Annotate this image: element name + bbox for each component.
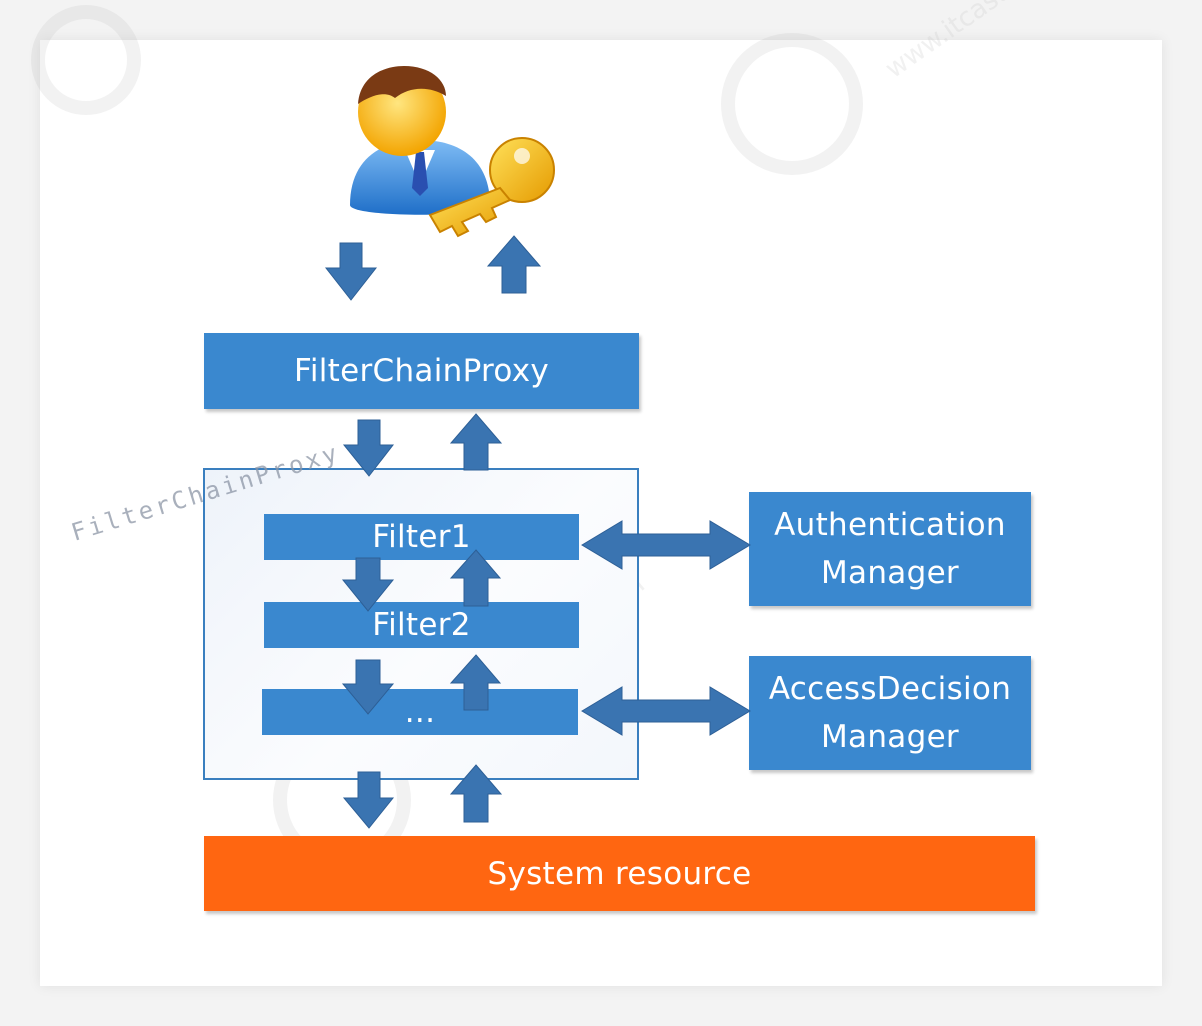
system-resource-label: System resource xyxy=(487,855,752,892)
down-arrow-icon xyxy=(324,242,378,301)
watermark-logo-icon xyxy=(721,33,863,175)
filter-chain-proxy-box: FilterChainProxy xyxy=(204,333,639,409)
up-arrow-icon xyxy=(449,549,502,607)
filter-ellipsis-label: ... xyxy=(404,694,436,730)
down-arrow-icon xyxy=(341,557,395,612)
up-arrow-icon xyxy=(449,654,502,711)
filter-chain-proxy-label: FilterChainProxy xyxy=(293,353,550,389)
authentication-manager-line1: Authentication xyxy=(774,507,1006,543)
filter2-box: Filter2 xyxy=(264,602,579,648)
authentication-manager-line2: Manager xyxy=(821,555,959,591)
watermark-logo-icon xyxy=(31,5,141,115)
down-arrow-icon xyxy=(342,419,395,477)
authentication-manager-box: Authentication Manager xyxy=(749,492,1031,606)
filter2-label: Filter2 xyxy=(372,607,471,643)
up-arrow-icon xyxy=(486,235,542,294)
double-arrow-icon xyxy=(581,686,751,736)
system-resource-box: System resource xyxy=(204,836,1035,911)
down-arrow-icon xyxy=(342,771,395,829)
access-decision-manager-line1: AccessDecision xyxy=(768,671,1012,707)
filter1-box: Filter1 xyxy=(264,514,579,560)
access-decision-manager-box: AccessDecision Manager xyxy=(749,656,1031,770)
filter-ellipsis-box: ... xyxy=(262,689,578,735)
filter1-label: Filter1 xyxy=(372,519,471,555)
up-arrow-icon xyxy=(449,764,503,823)
up-arrow-icon xyxy=(449,413,503,471)
down-arrow-icon xyxy=(341,659,395,715)
double-arrow-icon xyxy=(581,520,751,570)
access-decision-manager-line2: Manager xyxy=(821,719,959,755)
